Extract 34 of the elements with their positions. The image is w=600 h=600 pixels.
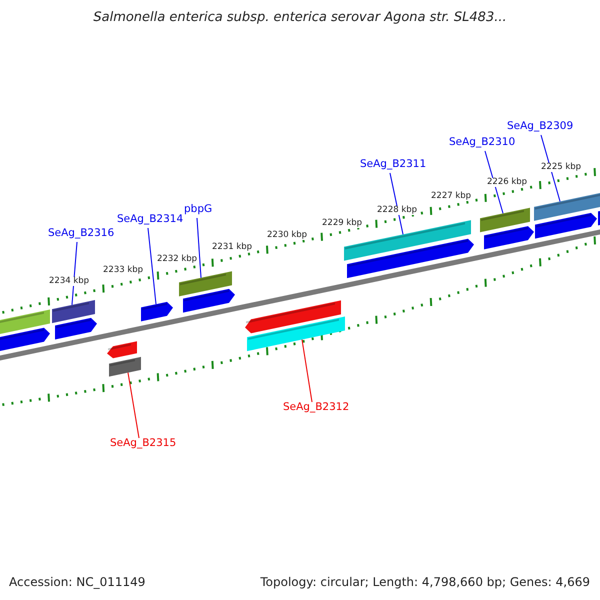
scale-label: 2231 kbp — [212, 243, 252, 252]
gene-name: SeAg_B2315 — [110, 438, 176, 448]
scale-label: 2225 kbp — [541, 163, 582, 172]
gene-bar — [179, 271, 232, 296]
scale-label: 2233 kbp — [103, 266, 144, 274]
gene-name: SeAg_B2314 — [117, 214, 184, 224]
genome-info-text: Topology: circular; Length: 4,798,660 bp; Genes: 4,669 — [260, 576, 590, 588]
title: Salmonella enterica subsp. enterica serovar Agona str. SL483... — [92, 11, 508, 24]
scale-label: 2228 kbp — [377, 206, 418, 214]
scale-label: 2234 kbp — [49, 277, 90, 286]
scale-label: 2227 kbp — [431, 192, 472, 200]
leader-line — [302, 339, 312, 402]
gene-name: SeAg_B2311 — [360, 159, 426, 170]
gene-bar — [534, 190, 600, 221]
leader-line — [484, 150, 504, 214]
gene-name: SeAg_B2312 — [283, 402, 350, 412]
leader-line — [148, 228, 156, 305]
scale-label: 2226 kbp — [487, 178, 528, 186]
gene-name: SeAg_B2309 — [507, 121, 574, 132]
leader-line — [196, 218, 202, 278]
gene-bar — [247, 316, 345, 352]
gene-name: pbpG — [184, 204, 212, 214]
gene-bar — [344, 220, 471, 261]
scale-label: 2230 kbp — [267, 231, 308, 240]
gene-name: SeAg_B2310 — [449, 137, 516, 148]
accession-text: Accession: NC_011149 — [9, 576, 146, 588]
gene-bar — [109, 356, 141, 377]
gene-name: SeAg_B2316 — [48, 228, 114, 238]
gene-feature — [141, 302, 173, 322]
gene-bar — [480, 208, 530, 232]
scale-label: 2232 kbp — [157, 255, 198, 264]
scale-label: 2229 kbp — [322, 219, 362, 228]
gene-bar — [52, 300, 95, 324]
leader-line — [540, 134, 560, 202]
